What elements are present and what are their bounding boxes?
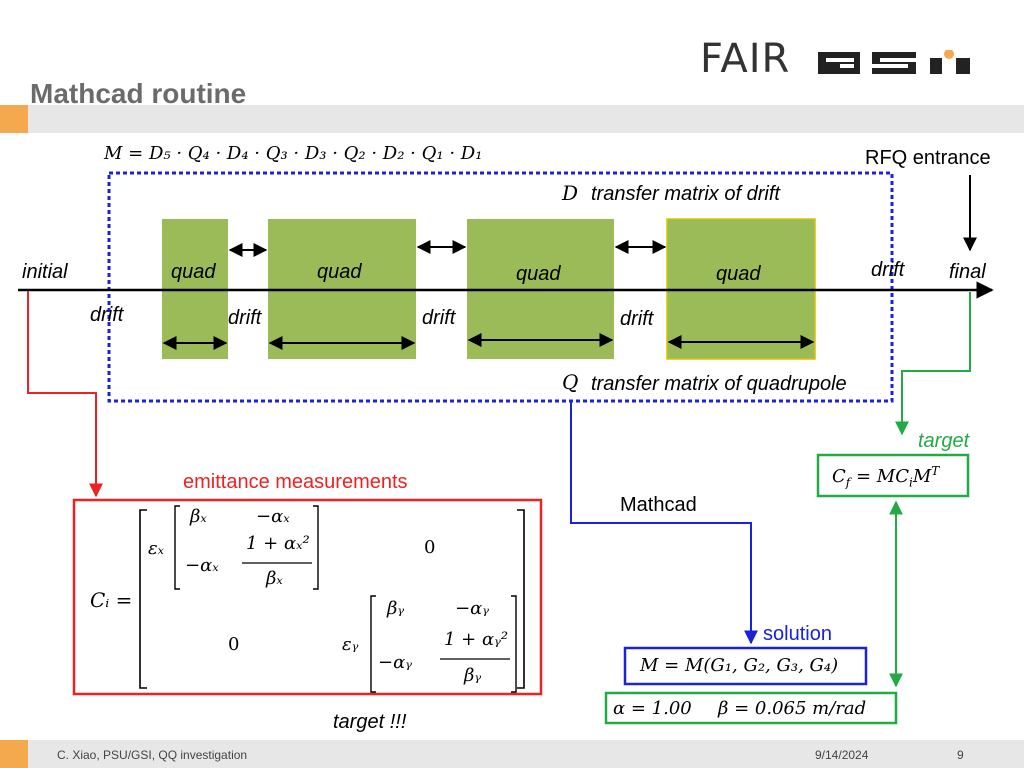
drift-symbol: D xyxy=(562,181,579,205)
footer-bar xyxy=(28,740,1024,768)
drift-label-5: drift xyxy=(871,259,905,281)
one-plus-alpha-y-sq: 1 + αᵧ² xyxy=(444,629,509,650)
beta-value: β = 0.065 m/rad xyxy=(718,698,867,719)
minus-alpha-y-bottom: −αᵧ xyxy=(378,652,413,673)
inner-bracket-y-right xyxy=(511,595,517,693)
quad-label-1: quad xyxy=(171,261,216,283)
zero-top-right: 0 xyxy=(424,537,436,558)
target-label: target xyxy=(918,430,970,452)
drift-label-4: drift xyxy=(620,308,654,330)
rfq-entrance-label: RFQ entrance xyxy=(865,147,991,169)
footer-accent-square xyxy=(0,740,28,768)
final-to-target-arrow xyxy=(895,292,971,436)
gsi-logo xyxy=(818,50,970,74)
quad-label-3: quad xyxy=(516,263,561,285)
mathcad-label: Mathcad xyxy=(620,494,697,516)
target-box xyxy=(816,453,970,498)
epsilon-y: εᵧ xyxy=(342,634,359,655)
title-bar xyxy=(28,105,1024,133)
beta-y-cell: βᵧ xyxy=(387,598,405,619)
quad-label-4: quad xyxy=(716,263,761,285)
emittance-label: emittance measurements xyxy=(183,471,408,493)
transfer-equation: M = D₅ · Q₄ · D₄ · Q₃ · D₃ · Q₂ · D₂ · Q… xyxy=(104,143,483,164)
initial-label: initial xyxy=(22,261,68,283)
footer-author: C. Xiao, PSU/GSI, QQ investigation xyxy=(57,748,248,762)
beta-x-denominator: βₓ xyxy=(266,568,283,589)
inner-bracket-y-left xyxy=(370,595,376,693)
beta-y-denominator: βᵧ xyxy=(464,665,482,686)
cf-formula: Cf = MCiMT xyxy=(832,464,940,490)
mathcad-to-solution-arrow xyxy=(570,401,758,645)
solution-box xyxy=(623,646,868,686)
big-bracket-left xyxy=(139,509,147,689)
footer-date: 9/14/2024 xyxy=(815,748,869,762)
initial-matrix-box xyxy=(72,498,543,696)
initial-to-emittance-arrow xyxy=(27,291,103,498)
result-box xyxy=(604,691,898,725)
accent-square xyxy=(0,105,28,133)
m-solution-formula: M = M(G₁, G₂, G₃, G₄) xyxy=(640,655,839,676)
quad-definition: transfer matrix of quadrupole xyxy=(591,373,847,395)
epsilon-x: εₓ xyxy=(148,538,165,559)
final-label: final xyxy=(949,261,986,283)
big-bracket-right xyxy=(517,509,525,689)
alpha-value: α = 1.00 xyxy=(613,698,692,719)
transport-region-box xyxy=(107,171,894,403)
minus-alpha-y-top: −αᵧ xyxy=(455,598,490,619)
zero-bottom-left: 0 xyxy=(228,634,240,655)
footer-page-number: 9 xyxy=(957,748,964,762)
ci-lhs: Cᵢ = xyxy=(90,588,133,612)
inner-bracket-x-left xyxy=(174,505,180,590)
minus-alpha-x-top: −αₓ xyxy=(256,506,290,527)
drift-definition: transfer matrix of drift xyxy=(591,183,780,205)
page-title: Mathcad routine xyxy=(30,78,247,109)
drift-label-1: drift xyxy=(90,304,124,326)
drift-label-2: drift xyxy=(228,307,262,329)
quad-symbol: Q xyxy=(562,370,579,394)
beta-x-cell: βₓ xyxy=(190,506,207,527)
quad-label-2: quad xyxy=(317,261,362,283)
inner-bracket-x-right xyxy=(313,505,319,590)
one-plus-alpha-x-sq: 1 + αₓ² xyxy=(246,533,310,554)
minus-alpha-x-bottom: −αₓ xyxy=(185,555,219,576)
target-exclaim-label: target !!! xyxy=(333,711,407,733)
drift-label-3: drift xyxy=(422,307,456,329)
fair-logo: FAIR xyxy=(700,36,791,82)
solution-label: solution xyxy=(763,623,832,645)
